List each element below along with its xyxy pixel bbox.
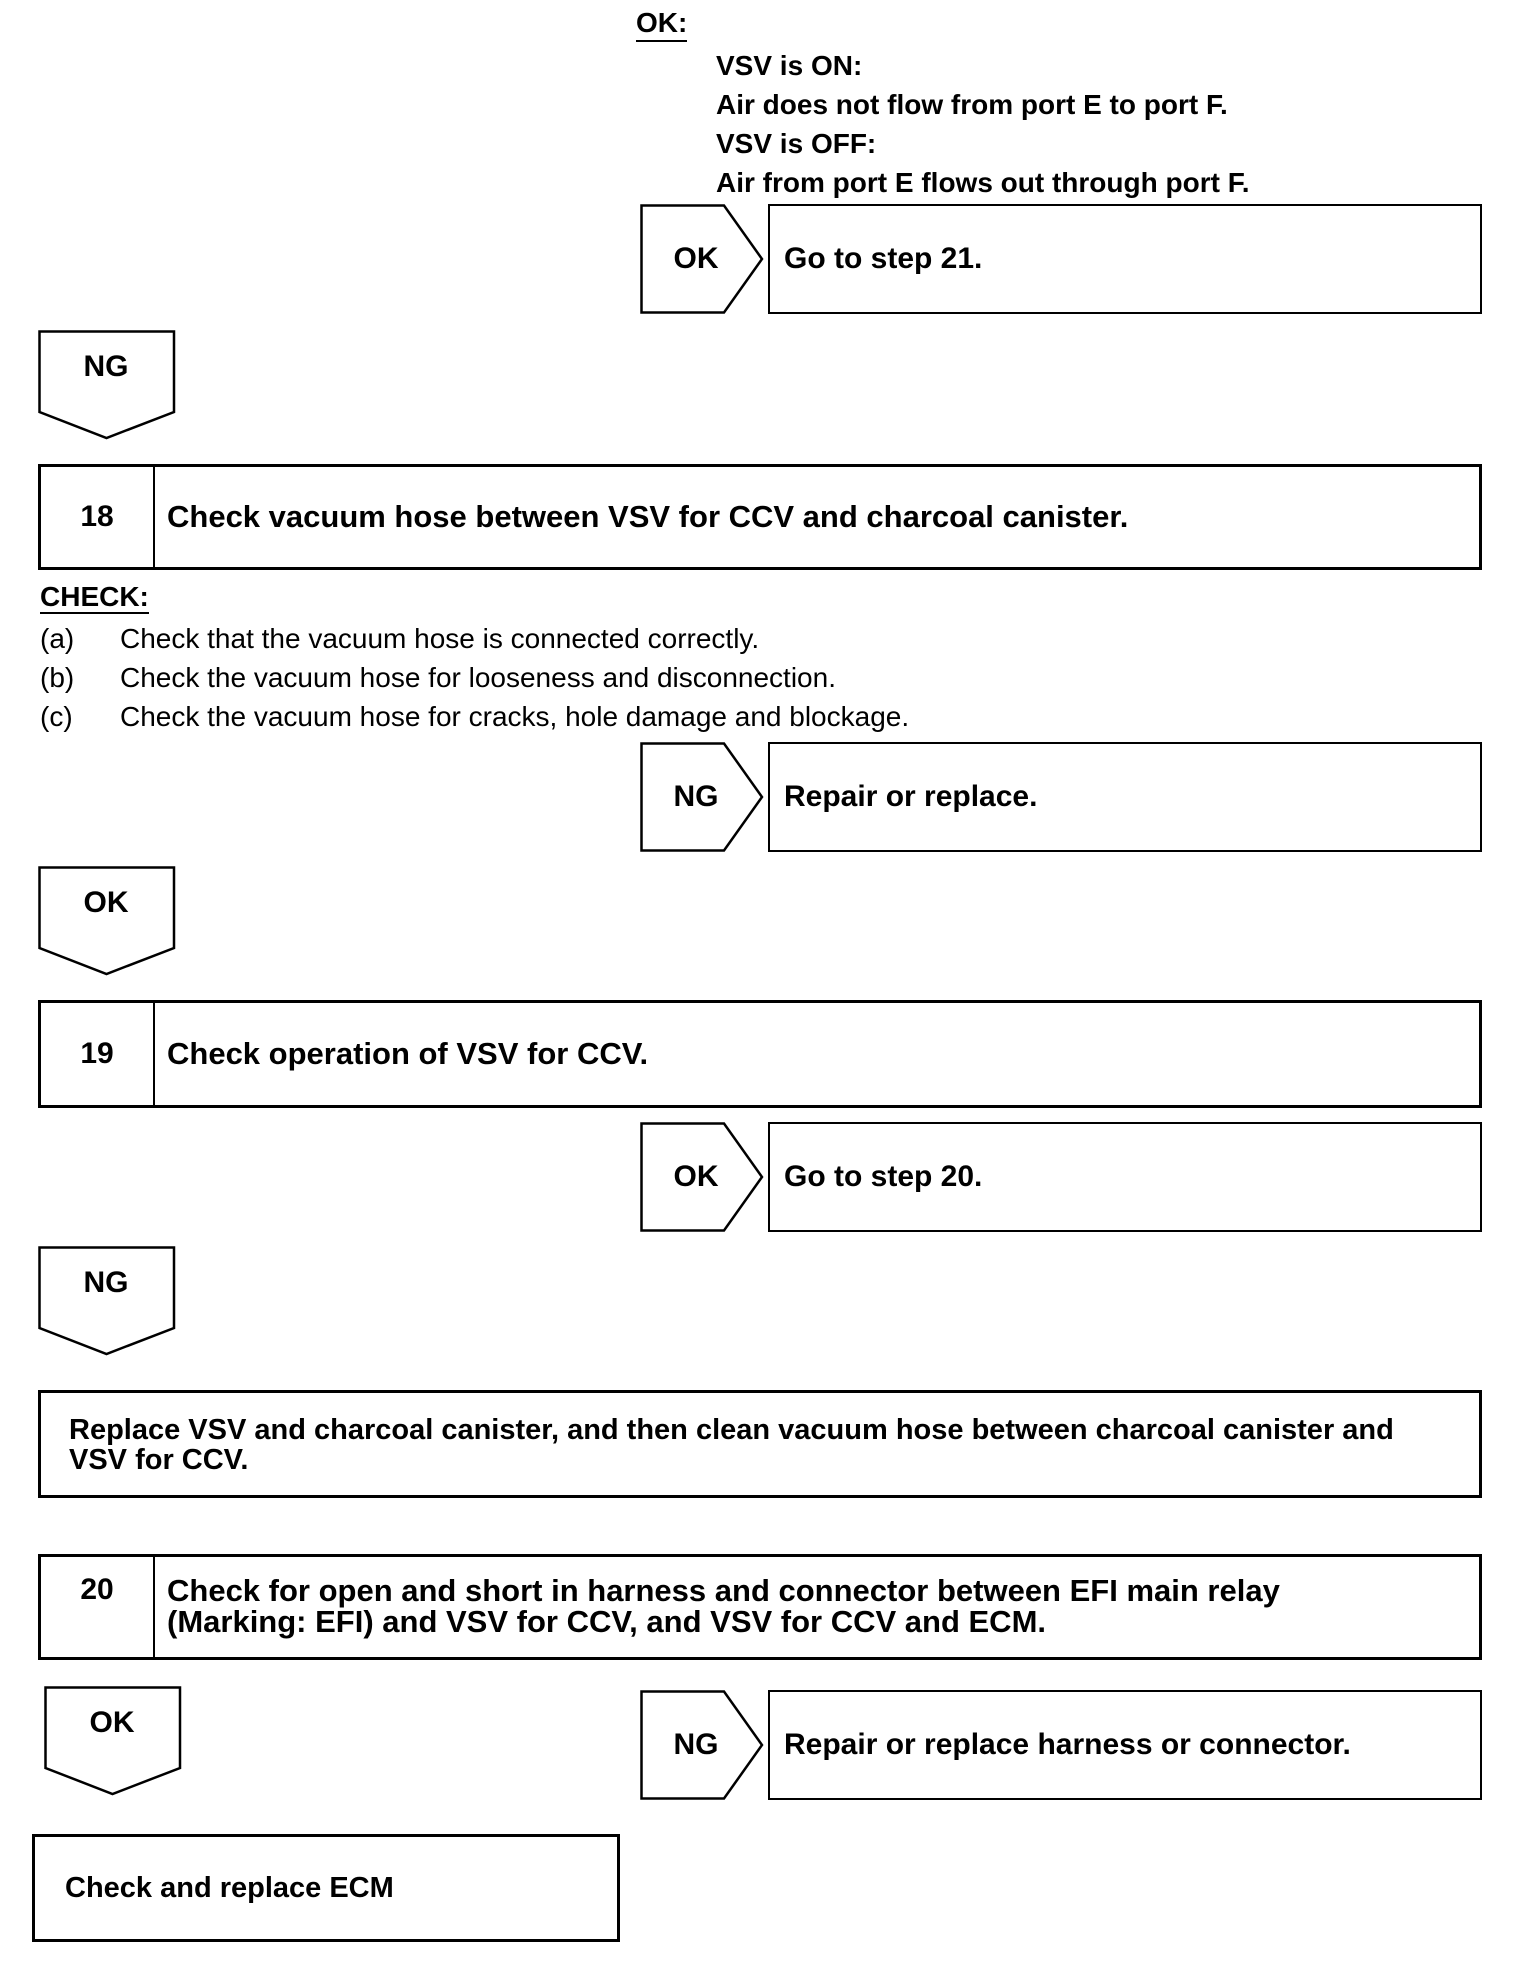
result-line: Air does not flow from port E to port F. (716, 89, 1228, 120)
right-arrow-shape-icon (640, 1122, 764, 1232)
tag-label: NG (83, 350, 129, 383)
result-box: Repair or replace. (768, 742, 1482, 852)
down-arrow-shape-icon (38, 1246, 176, 1356)
check-item: (a) Check that the vacuum hose is connect… (40, 624, 759, 654)
step-number: 20 (41, 1557, 155, 1657)
result-line: Air from port E flows out through port F… (716, 167, 1250, 198)
step-title: Check vacuum hose between VSV for CCV an… (167, 499, 1129, 534)
step-number: 19 (41, 1003, 155, 1105)
result-box: Repair or replace harness or connector. (768, 1690, 1482, 1800)
check-item: (b) Check the vacuum hose for looseness a… (40, 663, 836, 693)
result-line: VSV is ON: (716, 50, 863, 81)
down-arrow-shape-icon (44, 1686, 182, 1796)
tag-label: OK (673, 1160, 719, 1193)
tag-label: NG (673, 780, 719, 813)
check-letter: (b) (40, 662, 75, 693)
down-arrow-shape-icon (38, 866, 176, 976)
result-line: VSV is OFF: (716, 128, 877, 159)
down-arrow-shape-icon (38, 330, 176, 440)
ok-arrow-tag: OK (640, 204, 764, 314)
right-arrow-shape-icon (640, 204, 764, 314)
check-text: Check that the vacuum hose is connected … (120, 623, 760, 654)
right-arrow-shape-icon (640, 1690, 764, 1800)
final-instruction-box: Check and replace ECM (32, 1834, 620, 1942)
tag-label: OK (89, 1706, 135, 1739)
check-text: Check the vacuum hose for cracks, hole d… (120, 701, 910, 732)
ok-down-tag: OK (44, 1686, 184, 1802)
ok-heading: OK: (636, 8, 688, 42)
step-title: Check for open and short in harness and … (167, 1573, 1280, 1639)
tag-label: NG (83, 1266, 129, 1299)
ng-down-tag: NG (38, 330, 178, 446)
check-letter: (c) (40, 701, 73, 732)
step-18-box: 18 Check vacuum hose between VSV for CCV… (38, 464, 1482, 570)
replace-instruction-box: Replace VSV and charcoal canister, and t… (38, 1390, 1482, 1498)
right-arrow-shape-icon (640, 742, 764, 852)
check-text: Check the vacuum hose for looseness and … (120, 662, 836, 693)
tag-label: NG (673, 1728, 719, 1761)
ng-arrow-tag: NG (640, 1690, 764, 1800)
ok-down-tag: OK (38, 866, 178, 982)
step-20-box: 20 Check for open and short in harness a… (38, 1554, 1482, 1660)
check-item: (c) Check the vacuum hose for cracks, hol… (40, 702, 909, 732)
result-box: Go to step 20. (768, 1122, 1482, 1232)
step-number: 18 (41, 467, 155, 567)
tag-label: OK (673, 242, 719, 275)
ok-arrow-tag: OK (640, 1122, 764, 1232)
result-box: Go to step 21. (768, 204, 1482, 314)
check-heading: CHECK: (40, 581, 149, 614)
check-letter: (a) (40, 623, 75, 654)
step-19-box: 19 Check operation of VSV for CCV. (38, 1000, 1482, 1108)
tag-label: OK (83, 886, 129, 919)
ok-result-lines: VSV is ON: Air does not flow from port E… (716, 46, 1250, 202)
ng-down-tag: NG (38, 1246, 178, 1362)
step-title: Check operation of VSV for CCV. (167, 1036, 649, 1071)
ng-arrow-tag: NG (640, 742, 764, 852)
